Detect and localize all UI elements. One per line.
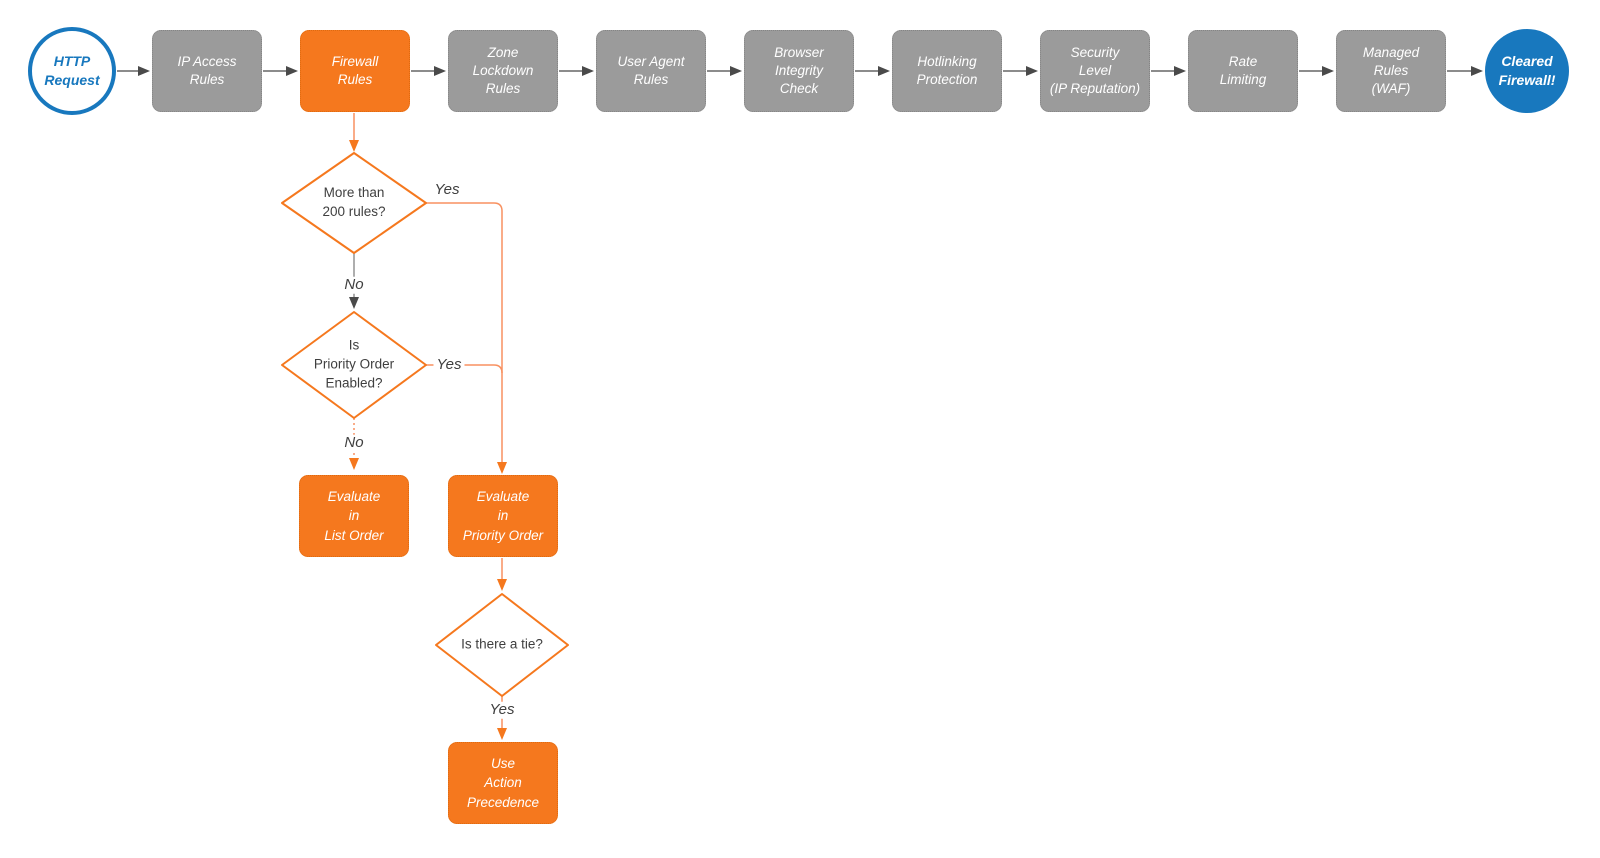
edge-label-decision2-no: No (341, 434, 367, 452)
edge-label-decision2-yes: Yes (433, 356, 465, 374)
node-ip-access-rules: IP Access Rules (152, 30, 262, 112)
edge-label-decision1-yes: Yes (431, 181, 463, 199)
end-node-cleared-firewall: Cleared Firewall! (1485, 29, 1569, 113)
edge-label-decision3-yes: Yes (486, 701, 518, 719)
decision1-more-than-200-rules: More than 200 rules? (322, 185, 386, 219)
node-rate-limiting: Rate Limiting (1188, 30, 1298, 112)
node-firewall-rules: Firewall Rules (300, 30, 410, 112)
node-hotlinking-protection: Hotlinking Protection (892, 30, 1002, 112)
arrow-decision2-yes-join (426, 364, 503, 374)
node-zone-lockdown-rules: Zone Lockdown Rules (448, 30, 558, 112)
node-user-agent-rules: User Agent Rules (596, 30, 706, 112)
node-evaluate-in-priority-order: Evaluate in Priority Order (448, 475, 558, 557)
decision-diamonds (281, 152, 569, 697)
node-browser-integrity-check: Browser Integrity Check (744, 30, 854, 112)
decision3-is-there-a-tie: Is there a tie? (461, 636, 543, 652)
edge-label-decision1-no: No (341, 276, 367, 294)
node-use-action-precedence: Use Action Precedence (448, 742, 558, 824)
start-node-http-request: HTTP Request (28, 27, 116, 115)
arrow-decision1-yes-to-priority-order (426, 202, 507, 474)
decision1-diamond (281, 152, 427, 254)
decision2-diamond (281, 311, 427, 419)
node-security-level: Security Level (IP Reputation) (1040, 30, 1150, 112)
node-evaluate-in-list-order: Evaluate in List Order (299, 475, 409, 557)
decision2-priority-order-enabled: Is Priority Order Enabled? (313, 337, 395, 391)
decision3-diamond (435, 593, 569, 697)
node-managed-rules-waf: Managed Rules (WAF) (1336, 30, 1446, 112)
